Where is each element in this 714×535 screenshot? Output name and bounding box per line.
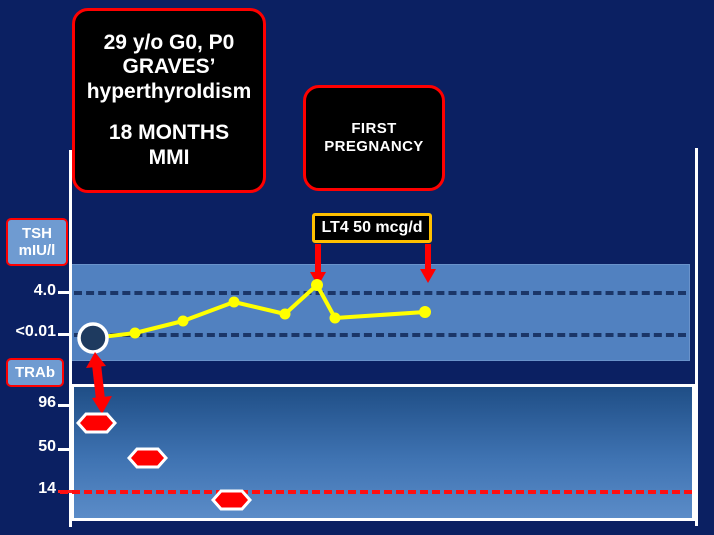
tsh-ytick-mark-0 xyxy=(58,291,72,294)
right-axis-line xyxy=(695,148,698,526)
tsh-axis-label-line-2: mIU/l xyxy=(18,242,56,259)
case-line-4: 18 MONTHS xyxy=(108,120,230,144)
case-line-5: MMI xyxy=(148,145,190,169)
pregnancy-line-2: PREGNANCY xyxy=(324,138,424,155)
trab-ytick-label-0: 96 xyxy=(38,394,56,411)
tsh-ytick-label-0: 4.0 xyxy=(33,282,56,299)
trab-axis-label: TRAb xyxy=(6,358,64,387)
tsh-plot-band xyxy=(71,264,690,361)
left-axis-line xyxy=(69,150,72,527)
trab-ytick-mark-1 xyxy=(58,448,72,451)
tsh-reference-line-4 xyxy=(74,291,686,295)
tsh-ytick-label-1: <0.01 xyxy=(15,323,56,340)
trab-plot-panel xyxy=(71,384,695,521)
pregnancy-line-1: FIRST xyxy=(351,120,397,138)
case-description-callout: 29 y/o G0, P0 GRAVES’ hyperthyroIdism 18… xyxy=(72,8,266,193)
trab-ytick-mark-0 xyxy=(58,404,72,407)
trab-ytick-label-2: 14 xyxy=(38,480,56,497)
lt4-treatment-label: LT4 50 mcg/d xyxy=(312,213,432,243)
tsh-reference-line-001 xyxy=(74,333,686,337)
tsh-axis-label-line-1: TSH xyxy=(22,224,52,242)
case-line-3: hyperthyroIdism xyxy=(86,80,252,104)
case-line-1: 29 y/o G0, P0 xyxy=(103,30,235,54)
trab-ytick-label-1: 50 xyxy=(38,438,56,455)
trab-reference-line-14 xyxy=(60,490,692,494)
case-line-2: GRAVES’ xyxy=(122,55,216,79)
tsh-axis-label: TSH mIU/l xyxy=(6,218,68,266)
tsh-ytick-mark-1 xyxy=(58,333,72,336)
trab-axis-label-line-1: TRAb xyxy=(15,363,55,381)
first-pregnancy-callout: FIRST PREGNANCY xyxy=(303,85,445,191)
